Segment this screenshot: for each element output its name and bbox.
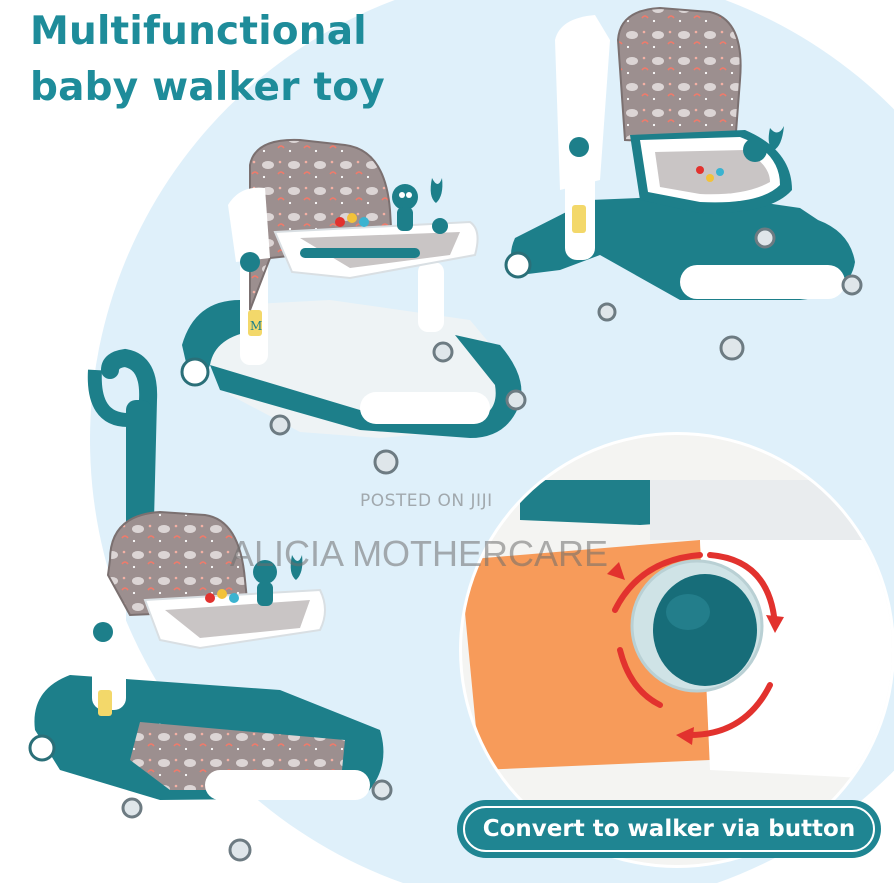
caption-pill: Convert to walker via button — [457, 800, 881, 858]
caption-text: Convert to walker via button — [463, 806, 875, 852]
walker-rocking-mode — [504, 6, 863, 361]
walker-standard-mode — [180, 138, 527, 475]
headline-line-1: Multifunctional — [30, 9, 367, 54]
walker-push-mode — [28, 348, 393, 862]
watermark-posted: POSTED ON JIJI — [360, 491, 493, 511]
button-detail-zoom — [459, 432, 894, 868]
watermark-store: ALICIA MOTHERCARE — [230, 533, 609, 574]
seat-badge-letter: M — [250, 319, 262, 333]
headline-line-2: baby walker toy — [30, 65, 385, 110]
